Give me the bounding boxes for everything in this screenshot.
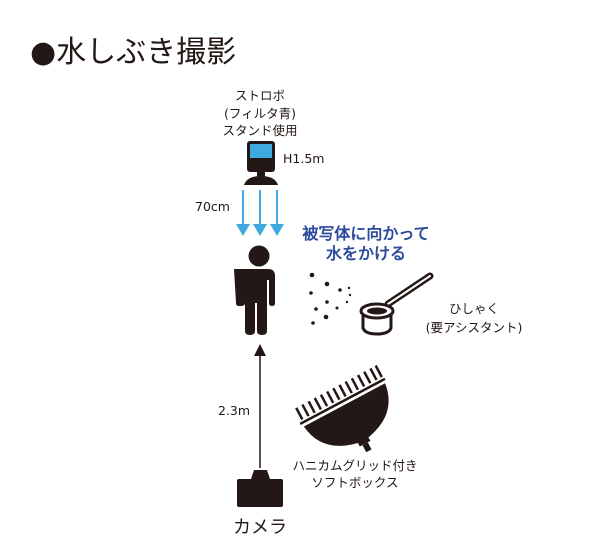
instruction-text: 被写体に向かって 水をかける [302, 224, 429, 264]
softbox-label: ハニカムグリッド付き ソフトボックス [292, 457, 417, 491]
strobe-label-line: (フィルタ青) [223, 105, 297, 121]
strobe-label: ストロボ (フィルタ青) スタンド使用 [222, 87, 297, 140]
water-splash-dots [309, 272, 352, 325]
page-title: ●水しぶき撮影 [30, 35, 237, 70]
softbox-icon [295, 365, 389, 453]
ladle-label-line: ひしゃく [448, 301, 500, 316]
ladle-icon [359, 272, 434, 336]
camera-distance: 2.3m [218, 403, 251, 418]
strobe-height: H1.5m [283, 151, 325, 166]
softbox-label-line: ハニカムグリッド付き [292, 458, 418, 473]
softbox-label-line: ソフトボックス [311, 475, 399, 490]
strobe-icon [244, 141, 278, 185]
light-direction-arrows [236, 190, 284, 236]
person-icon [234, 245, 275, 335]
camera-direction-arrow [254, 344, 266, 468]
strobe-label-line: スタンド使用 [222, 123, 298, 138]
instruction-line: 被写体に向かって [302, 224, 430, 243]
instruction-line: 水をかける [325, 244, 407, 263]
strobe-distance: 70cm [195, 199, 230, 214]
ladle-label: ひしゃく (要アシスタント) [426, 299, 523, 337]
ladle-label-line: (要アシスタント) [425, 320, 523, 335]
camera-label: カメラ [233, 517, 287, 538]
strobe-label-line: ストロボ [234, 88, 286, 103]
camera-icon [237, 470, 283, 507]
